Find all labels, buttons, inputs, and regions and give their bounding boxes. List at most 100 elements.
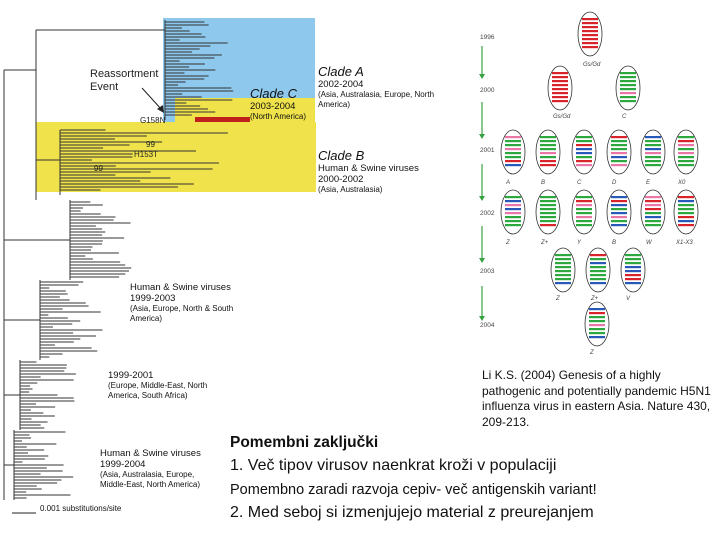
gene-segment [678, 156, 694, 159]
group-2-years: 1999-2001 [108, 370, 154, 381]
year-label-2004: 2004 [480, 322, 495, 329]
gene-segment [576, 156, 592, 159]
group-3-years: 1999-2004 [100, 459, 146, 470]
gene-segment [555, 270, 571, 273]
strain-label: B [541, 180, 546, 186]
gene-segment [540, 136, 556, 139]
gene-segment [552, 80, 568, 83]
gene-segment [645, 156, 661, 159]
conclusion-point-1-sub: Pomembno zaradi razvoja cepiv- več antig… [230, 482, 597, 498]
gene-segment [645, 160, 661, 163]
gene-segment [582, 30, 598, 33]
gene-segment [625, 262, 641, 265]
gene-segment [620, 92, 636, 95]
gene-segment [611, 160, 627, 163]
gene-segment [620, 72, 636, 75]
gene-segment [555, 254, 571, 257]
reassortment-label: Reassortment Event [90, 68, 159, 93]
gene-segment [576, 148, 592, 151]
gene-segment [589, 324, 605, 327]
gene-segment [645, 152, 661, 155]
gene-segment [625, 278, 641, 281]
gene-segment [645, 164, 661, 167]
gene-segment [576, 160, 592, 163]
year-label-2001: 2001 [480, 147, 495, 154]
gene-segment [540, 224, 556, 227]
clade-b-years: 2000-2002 [318, 174, 364, 185]
gene-segment [540, 216, 556, 219]
gene-segment [590, 278, 606, 281]
genotype-diagram: 1996 2000 2001 2002 2003 2004 Gs/Gd Gs/G… [470, 0, 720, 360]
gene-segment [620, 76, 636, 79]
gene-segment [555, 278, 571, 281]
gene-segment [552, 96, 568, 99]
gene-segment [505, 152, 521, 155]
gene-segment [576, 200, 592, 203]
gene-segment [645, 140, 661, 143]
gene-segment [555, 274, 571, 277]
gene-segment [540, 212, 556, 215]
gene-segment [540, 164, 556, 167]
group-2-label: 1999-2001 (Europe, Middle-East, North Am… [108, 370, 208, 401]
gene-segment [590, 254, 606, 257]
gene-segment [645, 200, 661, 203]
gene-segment [645, 144, 661, 147]
strain-label: C [622, 114, 627, 120]
gene-segment [589, 320, 605, 323]
clade-c-years: 2003-2004 [250, 101, 296, 112]
year-label-2003: 2003 [480, 268, 495, 275]
gene-segment [678, 224, 694, 227]
gene-segment [678, 136, 694, 139]
gene-segment [576, 208, 592, 211]
gene-segment [576, 136, 592, 139]
gene-segment [576, 212, 592, 215]
clade-b-hosts: Human & Swine viruses [318, 163, 419, 174]
timeline-arrowhead [479, 74, 485, 79]
gene-segment [540, 148, 556, 151]
strain-label: B [612, 240, 617, 246]
gene-segment [611, 148, 627, 151]
strain-label: Z+ [541, 240, 549, 246]
gene-segment [590, 282, 606, 285]
gene-segment [576, 140, 592, 143]
gene-segment [505, 160, 521, 163]
gene-segment [540, 200, 556, 203]
gene-segment [540, 204, 556, 207]
gene-segment [540, 144, 556, 147]
gene-segment [678, 144, 694, 147]
gene-segment [611, 164, 627, 167]
gene-segment [576, 224, 592, 227]
clade-c-region: (North America) [250, 112, 307, 121]
strain-label: Y [577, 240, 582, 246]
gene-segment [611, 204, 627, 207]
gene-segment [576, 164, 592, 167]
clade-b-title: Clade B [318, 148, 365, 163]
gene-segment [620, 96, 636, 99]
clade-c-red-band [195, 117, 250, 124]
gene-segment [611, 216, 627, 219]
gene-segment [645, 212, 661, 215]
gene-segment [552, 76, 568, 79]
strain-label: Z [590, 350, 594, 356]
gene-segment [582, 46, 598, 49]
conclusion-point-2: 2. Med seboj si izmenjujejo material z p… [230, 504, 594, 521]
gene-segment [505, 200, 521, 203]
strain-label: E [646, 180, 651, 186]
gene-segment [582, 22, 598, 25]
gene-segment [576, 144, 592, 147]
group-1-label: Human & Swine viruses 1999-2003 (Asia, E… [130, 282, 260, 324]
gene-segment [540, 160, 556, 163]
conclusion-point-1: 1. Več tipov virusov naenkrat kroži v po… [230, 457, 557, 474]
conclusions-heading: Pomembni zaključki [230, 434, 379, 451]
gene-segment [590, 258, 606, 261]
clade-a-years: 2002-2004 [318, 79, 364, 90]
gene-segment [540, 140, 556, 143]
gene-segment [589, 336, 605, 339]
gene-segment [678, 220, 694, 223]
gene-segment [678, 212, 694, 215]
strain-label: Z [506, 240, 510, 246]
gene-segment [582, 34, 598, 37]
gene-segment [505, 156, 521, 159]
gene-segment [611, 208, 627, 211]
strain-label: Gs/Gd [583, 62, 601, 68]
